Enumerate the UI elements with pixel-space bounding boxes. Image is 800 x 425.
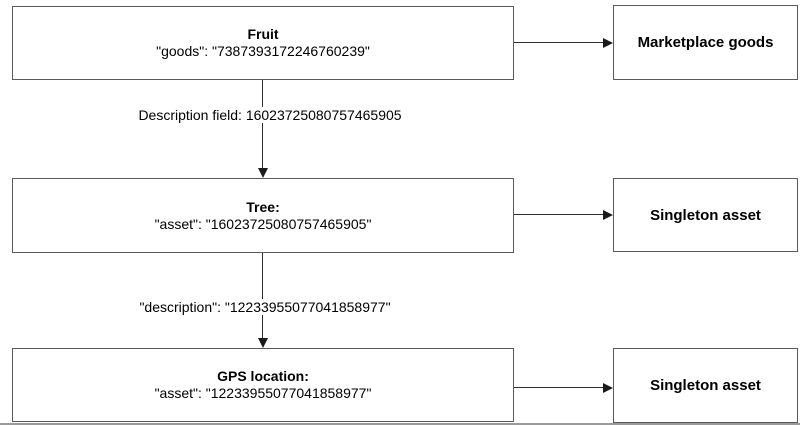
node-singleton-asset-tree: Singleton asset: [613, 178, 798, 252]
edge-tree-to-gps-label: "description": "12233955077041858977": [136, 299, 394, 315]
node-gps-location: GPS location: "asset": "1223395507704185…: [12, 348, 514, 422]
edge-tree-to-singleton-line: [514, 214, 603, 215]
edge-fruit-to-marketplace-line: [514, 42, 603, 43]
edge-fruit-to-tree-line: [262, 80, 263, 168]
node-marketplace-goods-label: Marketplace goods: [637, 34, 774, 51]
node-fruit: Fruit "goods": "7387393172246760239": [12, 6, 514, 80]
node-gps-location-value: "asset": "12233955077041858977": [154, 385, 372, 401]
arrowhead-right-icon: [603, 210, 613, 220]
arrowhead-down-icon: [258, 338, 268, 348]
node-fruit-value: "goods": "7387393172246760239": [156, 43, 370, 59]
arrowhead-right-icon: [603, 383, 613, 393]
node-tree: Tree: "asset": "16023725080757465905": [12, 178, 514, 253]
arrowhead-down-icon: [258, 168, 268, 178]
node-tree-title: Tree:: [246, 198, 280, 215]
edge-tree-to-gps-line: [262, 253, 263, 338]
node-singleton-asset-gps-label: Singleton asset: [650, 377, 761, 394]
node-gps-location-title: GPS location:: [217, 368, 309, 384]
edge-gps-to-singleton-line: [514, 387, 603, 388]
edge-fruit-to-tree-label: Description field: 16023725080757465905: [135, 107, 405, 123]
node-fruit-title: Fruit: [247, 26, 279, 42]
arrowhead-right-icon: [603, 38, 613, 48]
node-singleton-asset-gps: Singleton asset: [613, 348, 798, 423]
node-singleton-asset-tree-label: Singleton asset: [650, 206, 761, 224]
node-tree-value: "asset": "16023725080757465905": [154, 215, 372, 232]
node-marketplace-goods: Marketplace goods: [613, 5, 798, 80]
